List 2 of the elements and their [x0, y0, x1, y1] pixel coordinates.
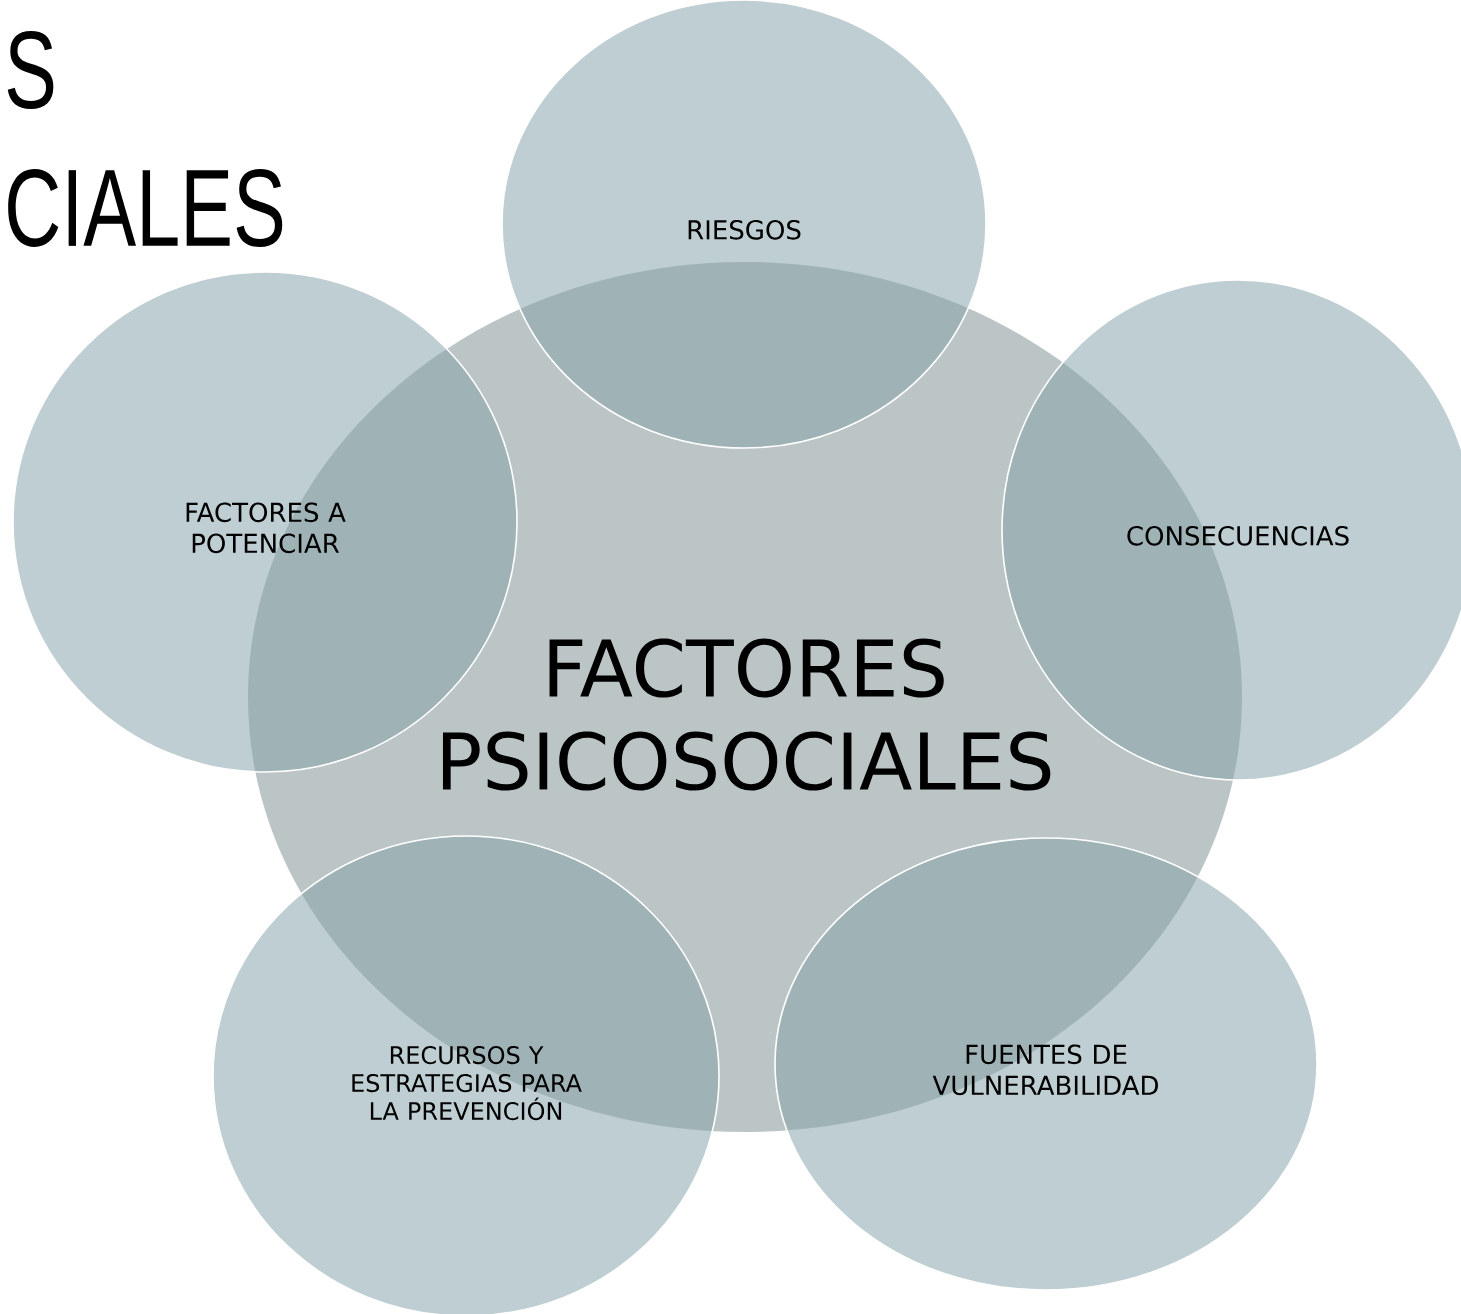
title-text: S	[7, 31, 54, 109]
title-text: CIALES	[8, 169, 283, 247]
